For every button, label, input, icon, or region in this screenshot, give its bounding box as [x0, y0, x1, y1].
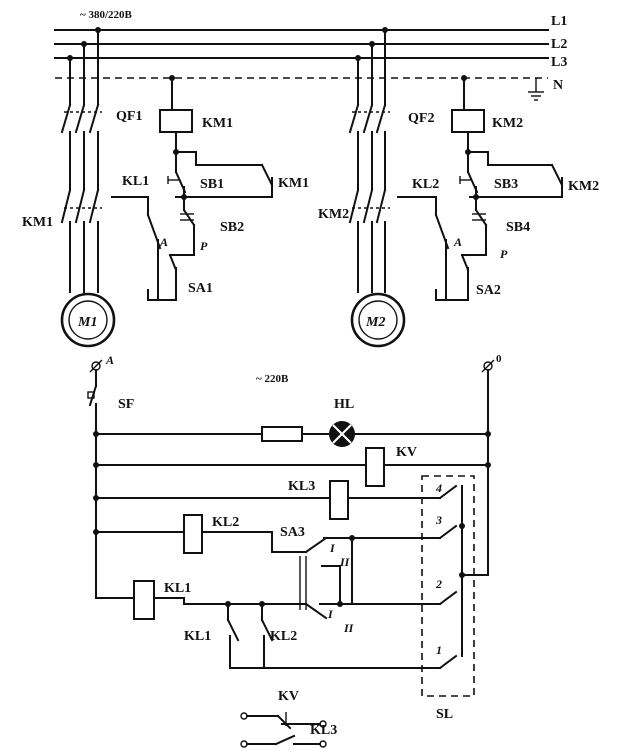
- motor-circuit-1: QF1 KM1 M1 KM1 KM1: [22, 27, 309, 348]
- sa2-label: SA2: [476, 283, 501, 298]
- km2-main-label: KM2: [318, 207, 349, 222]
- hl-lamp: [329, 421, 355, 447]
- kl2-contact-label: KL2: [412, 177, 439, 192]
- qf2-breaker: [348, 103, 390, 191]
- sb3-label: SB3: [494, 177, 518, 192]
- sa2-mode-a: A: [453, 235, 462, 249]
- kl2-contact: [260, 603, 274, 669]
- kl1-coil-label: KL1: [164, 581, 191, 596]
- km1-main-label: KM1: [22, 215, 53, 230]
- terminal-zero-label: 0: [496, 353, 502, 365]
- sb2-button: [180, 196, 196, 233]
- kl1-contact: [226, 603, 240, 669]
- km1-coil-label: KM1: [202, 116, 233, 131]
- legend-kl3-label: KL3: [310, 723, 337, 738]
- sa3-pos-2-top: II: [339, 555, 351, 569]
- kv-coil-label: KV: [396, 445, 417, 460]
- legend-kv-label: KV: [278, 689, 299, 704]
- sa1-selector: [168, 231, 195, 301]
- sf-label: SF: [118, 397, 134, 412]
- kl2-coil-label: KL2: [212, 515, 239, 530]
- terminal-phase-label: A: [105, 353, 114, 367]
- bus-label-l2: L2: [551, 37, 567, 52]
- sa2-mode-p: P: [500, 247, 508, 261]
- km2-coil: [451, 109, 485, 133]
- kl1-contact-label: KL1: [122, 174, 149, 189]
- sb1-button: [167, 161, 187, 198]
- sl-contact-1: 1: [436, 643, 442, 657]
- sl-contact-4: 4: [435, 481, 442, 495]
- km2-aux-label: KM2: [568, 179, 599, 194]
- km1-aux-label: KM1: [278, 176, 309, 191]
- supply-buses: [54, 29, 549, 101]
- qf2-label: QF2: [408, 111, 434, 126]
- sa3-label: SA3: [280, 525, 305, 540]
- sa2-selector: [460, 231, 487, 301]
- motor-m1: [60, 292, 116, 348]
- supply-voltage-label: ~ 380/220B: [80, 9, 133, 21]
- bus-label-n: N: [553, 78, 563, 93]
- bus-label-l3: L3: [551, 55, 567, 70]
- km1-coil: [159, 109, 193, 133]
- sa1-mode-p: P: [200, 239, 208, 253]
- sa3-pos-1-bottom: I: [327, 607, 334, 621]
- sa3-selector: [271, 531, 355, 610]
- kl2-coil: [183, 514, 203, 554]
- hl-label: HL: [334, 397, 354, 412]
- kv-coil: [365, 447, 385, 487]
- km2-coil-label: KM2: [492, 116, 523, 131]
- sl-label: SL: [436, 707, 453, 722]
- kl1-coil: [133, 580, 155, 620]
- sb1-label: SB1: [200, 177, 224, 192]
- sb3-button: [459, 161, 479, 198]
- sb4-button: [472, 196, 488, 233]
- resistor: [261, 426, 303, 442]
- sa3-pos-1-top: I: [329, 541, 336, 555]
- qf1-label: QF1: [116, 109, 142, 124]
- sl-contact-2: 2: [435, 577, 442, 591]
- kl3-coil-label: KL3: [288, 479, 315, 494]
- motor-m2: [350, 292, 406, 348]
- qf1-breaker: [60, 103, 102, 191]
- motor-m2-label: M2: [365, 315, 385, 330]
- km1-main-contacts: [60, 188, 102, 293]
- sa1-mode-a: A: [159, 235, 168, 249]
- sa3-pos-2-bottom: II: [343, 621, 355, 635]
- motor-m1-label: M1: [77, 315, 97, 330]
- kl2-contact-label: KL2: [270, 629, 297, 644]
- legend-contacts: KV KL3: [240, 689, 337, 748]
- control-voltage-label: ~ 220B: [256, 373, 289, 385]
- motor-circuit-2: QF2 KM2 M2 KM2 KM2: [318, 27, 599, 348]
- sb4-label: SB4: [506, 220, 530, 235]
- sb2-label: SB2: [220, 220, 244, 235]
- sl-level-switch: [421, 475, 489, 697]
- bus-label-l1: L1: [551, 14, 567, 29]
- control-circuit: A 0 ~ 220B SF HL KV: [87, 353, 502, 722]
- sl-contact-3: 3: [435, 513, 442, 527]
- kl3-coil: [329, 480, 349, 520]
- sa1-label: SA1: [188, 281, 213, 296]
- km2-main-contacts: [348, 188, 390, 293]
- kl1-contact-label: KL1: [184, 629, 211, 644]
